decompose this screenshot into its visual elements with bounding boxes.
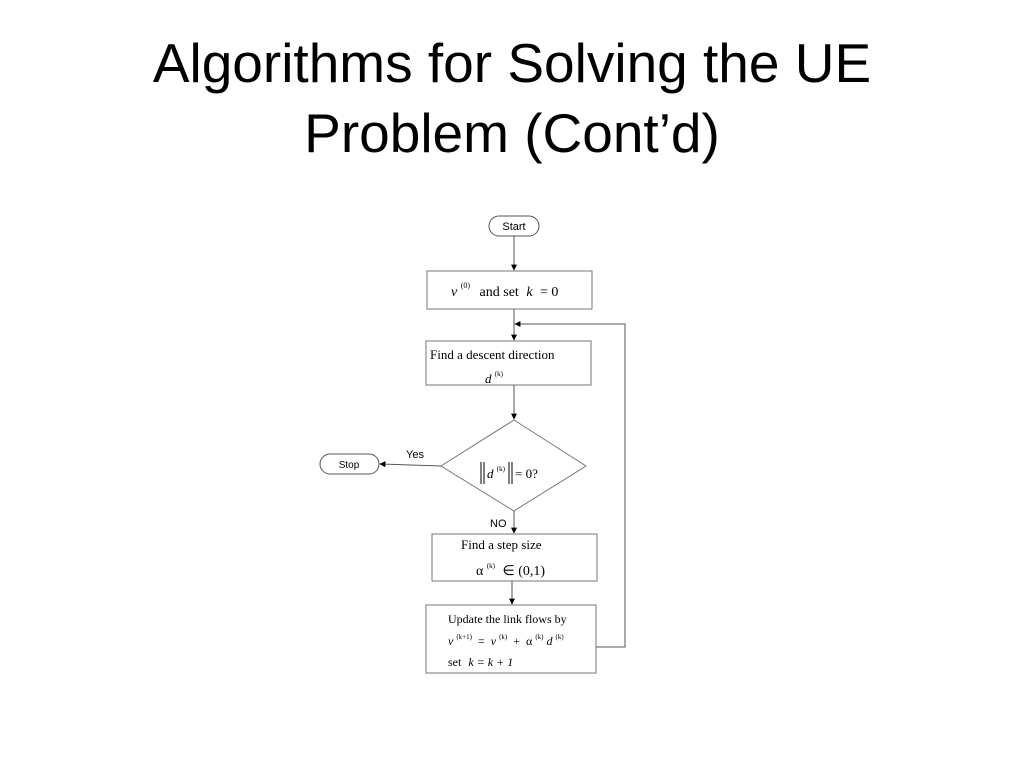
update-v-base: v xyxy=(491,634,497,648)
descent-line-1: Find a descent direction xyxy=(430,347,555,362)
update-alpha-sup: (k) xyxy=(535,633,544,641)
update-d-sup: (k) xyxy=(555,633,564,641)
descent-d-base: d xyxy=(485,371,492,386)
update-v-sup: (k) xyxy=(499,633,508,641)
update-set-text: set xyxy=(448,655,462,669)
update-set-line: set k = k + 1 xyxy=(448,655,513,669)
update-plus: + xyxy=(513,634,520,648)
update-d-base: d xyxy=(546,634,553,648)
decision-eq-zero: = 0? xyxy=(515,466,538,481)
init-v: v xyxy=(451,285,458,300)
decision-d-sup: (k) xyxy=(497,465,506,473)
descent-box xyxy=(425,340,592,386)
update-eq: = xyxy=(478,634,485,648)
decision-diamond xyxy=(440,419,587,512)
init-k: k xyxy=(526,285,533,300)
init-v-sup: (0) xyxy=(461,281,471,290)
no-label: NO xyxy=(490,518,507,530)
step-alpha: α (k) ∈ (0,1) xyxy=(476,557,545,579)
step-interval: ∈ (0,1) xyxy=(503,564,546,579)
arrow-decision-to-stop xyxy=(379,461,442,468)
step-line-1: Find a step size xyxy=(461,537,542,552)
update-line-1: Update the link flows by xyxy=(448,612,567,626)
slide-title: Algorithms for Solving the UE Problem (C… xyxy=(0,28,1024,168)
update-box xyxy=(425,604,597,674)
init-box xyxy=(426,270,593,310)
init-formula: v (0) and set k = 0 xyxy=(451,277,558,300)
update-formula: v (k+1) = v (k) + α (k) d (k) xyxy=(448,628,564,648)
update-lhs-base: v xyxy=(448,634,454,648)
stop-label: Stop xyxy=(339,460,360,471)
update-alpha-base: α xyxy=(526,634,533,648)
init-eq-zero: = 0 xyxy=(540,285,558,300)
decision-d-base: d xyxy=(487,466,494,481)
loop-back-line xyxy=(514,321,626,648)
decision-d: d (k) xyxy=(487,465,506,481)
start-label: Start xyxy=(502,221,525,233)
title-line-2: Problem (Cont’d) xyxy=(304,102,720,164)
title-line-1: Algorithms for Solving the UE xyxy=(152,32,872,94)
update-k-update: k = k + 1 xyxy=(468,655,513,669)
step-box xyxy=(431,533,598,582)
stop-terminal xyxy=(319,453,380,475)
step-alpha-sup: (k) xyxy=(487,562,496,570)
yes-label: Yes xyxy=(406,449,424,461)
descent-d: d (k) xyxy=(485,370,504,386)
descent-d-sup: (k) xyxy=(495,370,504,378)
init-text: and set xyxy=(480,285,519,300)
step-alpha-base: α xyxy=(476,564,484,579)
update-lhs-sup: (k+1) xyxy=(456,633,472,641)
